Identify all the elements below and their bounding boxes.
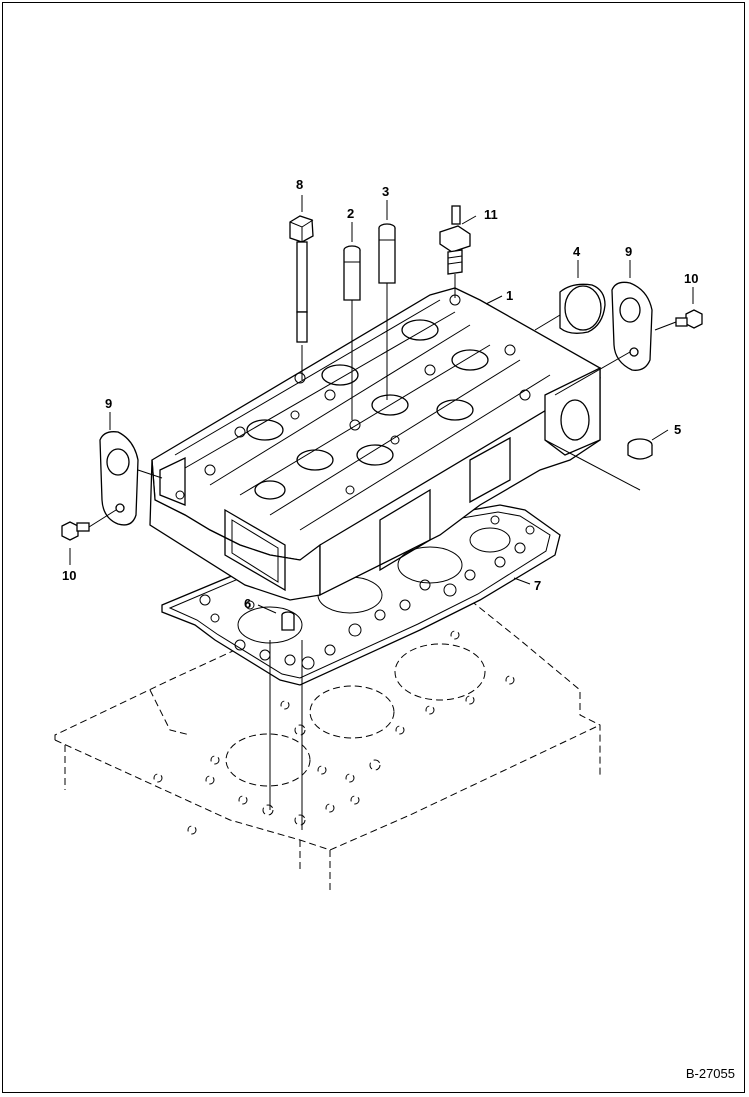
callout-2: 2	[347, 206, 354, 221]
valve-guide-long	[378, 223, 396, 284]
callout-10-right: 10	[684, 271, 698, 286]
engine-block	[54, 589, 601, 890]
callout-3: 3	[382, 184, 389, 199]
cylinder-head	[149, 287, 601, 601]
callout-10-left: 10	[62, 568, 76, 583]
callout-4: 4	[573, 244, 581, 259]
temperature-sender	[439, 205, 471, 275]
expansion-plug-small	[627, 438, 653, 460]
callout-1: 1	[506, 288, 513, 303]
expansion-plug-large	[559, 283, 606, 334]
plate-bolt-right	[675, 309, 703, 329]
callout-9-left: 9	[105, 396, 112, 411]
cover-plate-left	[99, 431, 139, 526]
callout-9-right: 9	[625, 244, 632, 259]
callout-11: 11	[484, 207, 498, 222]
plate-bolt-left	[61, 521, 90, 541]
callouts: 8 2 3 11 4 9 10 1 5 9 10 6 7	[62, 177, 698, 611]
callout-8: 8	[296, 177, 303, 192]
cover-plate-right	[611, 281, 653, 371]
callout-6: 6	[244, 596, 251, 611]
leader-lines	[69, 195, 694, 614]
drawing-reference-number: B-27055	[685, 1066, 735, 1081]
dowel-pin	[281, 611, 295, 631]
head-bolt	[289, 215, 314, 343]
assembly-lines	[88, 274, 677, 830]
valve-guide	[343, 245, 361, 301]
head-gasket	[161, 504, 561, 686]
callout-7: 7	[534, 578, 541, 593]
callout-5: 5	[674, 422, 681, 437]
